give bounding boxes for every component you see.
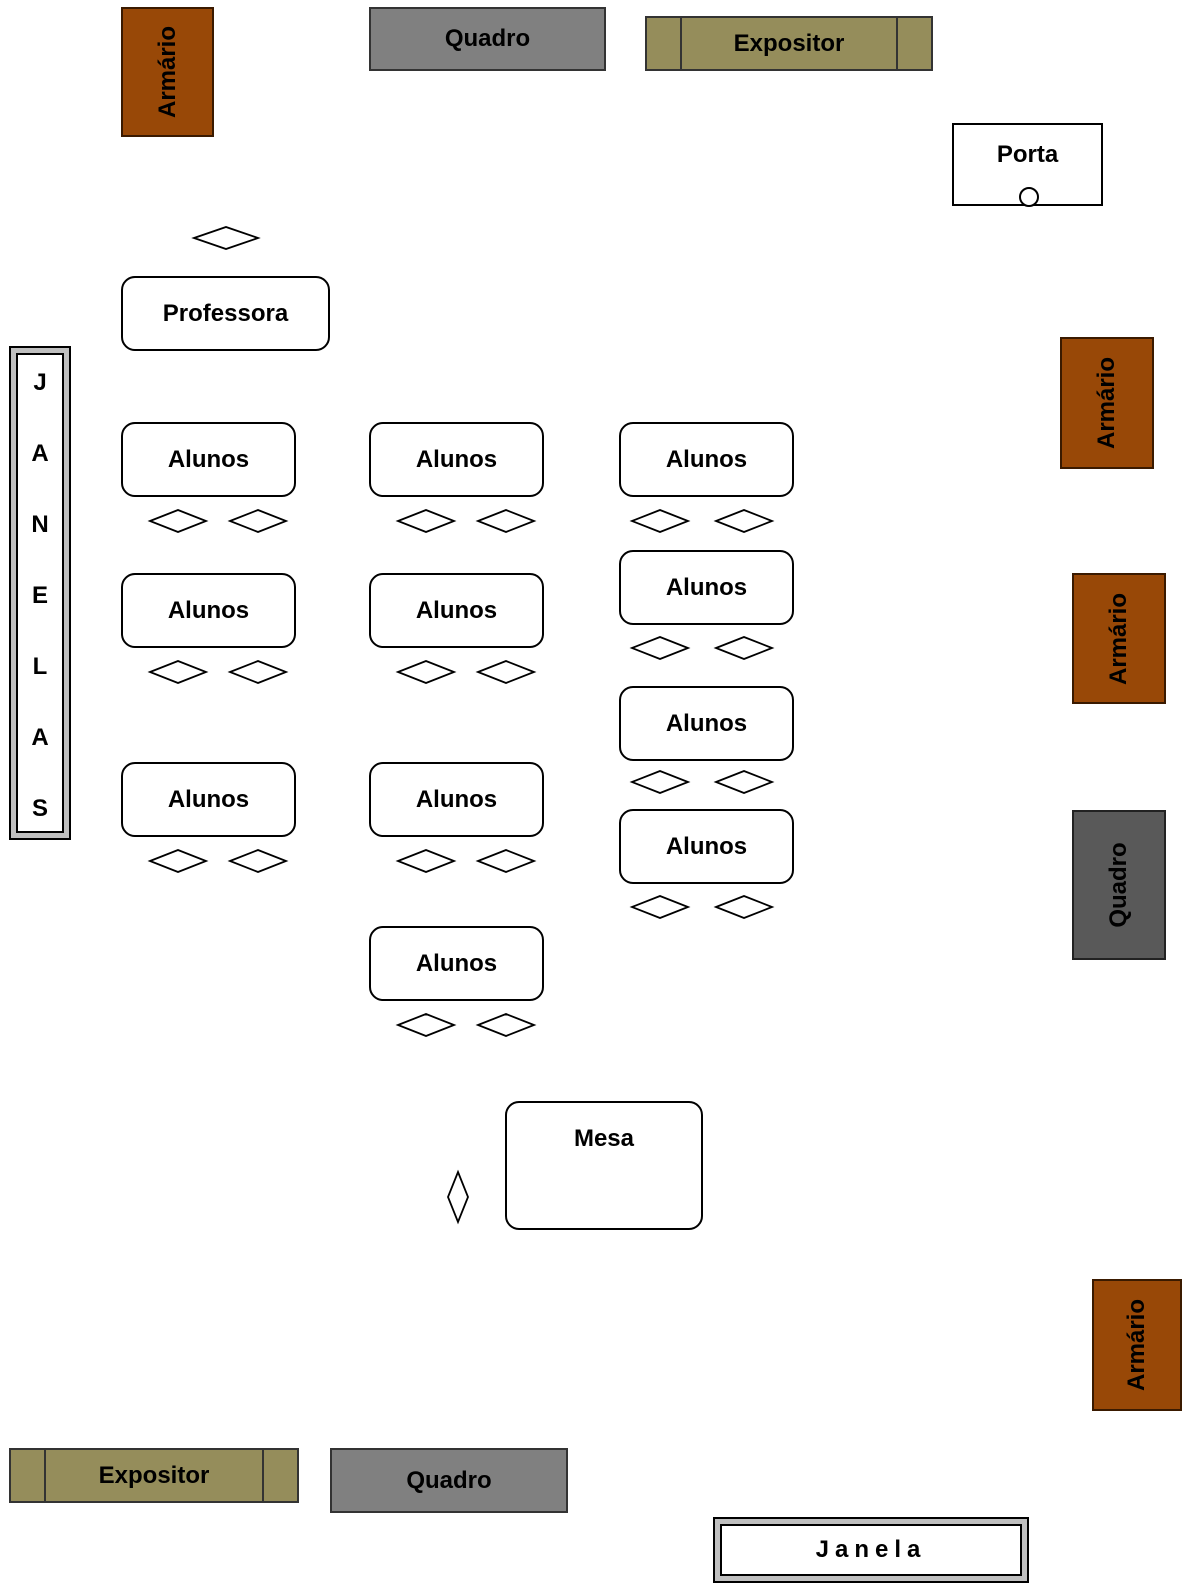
door-label: Porta <box>996 141 1059 168</box>
windows-letter: S <box>31 795 48 822</box>
cabinet-right-2: Armário <box>1072 573 1166 704</box>
display-label: Expositor <box>98 1461 210 1489</box>
chair-icon <box>713 770 775 794</box>
door-knob-icon <box>1019 187 1039 207</box>
student-desk: Alunos <box>121 422 296 497</box>
chair-icon <box>227 849 289 873</box>
cabinet-label: Armário <box>1105 592 1132 685</box>
board-top: Quadro <box>369 7 606 71</box>
chair-icon <box>147 849 209 873</box>
windows-left: J A N E L A S <box>9 346 71 840</box>
student-desk: Alunos <box>619 422 794 497</box>
windows-letter: A <box>31 724 49 751</box>
student-desk: Alunos <box>121 762 296 837</box>
chair-icon <box>475 849 537 873</box>
display-divider <box>896 18 898 69</box>
chair-icon <box>629 770 691 794</box>
windows-letter: N <box>31 511 49 538</box>
chair-icon <box>395 1013 457 1037</box>
chair-icon <box>395 849 457 873</box>
display-divider <box>44 1450 46 1501</box>
chair-icon <box>395 660 457 684</box>
student-desk: Alunos <box>619 809 794 884</box>
door: Porta <box>952 123 1103 207</box>
chair-icon <box>713 895 775 919</box>
windows-letter: J <box>33 369 47 396</box>
display-top: Expositor <box>645 16 933 71</box>
display-label: Expositor <box>733 29 845 57</box>
chair-icon <box>191 226 261 250</box>
board-bottom: Quadro <box>330 1448 568 1513</box>
chair-icon <box>713 509 775 533</box>
cabinet-top-left: Armário <box>121 7 214 137</box>
chair-icon <box>147 660 209 684</box>
chair-icon <box>147 509 209 533</box>
chair-icon <box>475 509 537 533</box>
chair-icon <box>475 660 537 684</box>
teacher-desk: Professora <box>121 276 330 351</box>
chair-icon <box>629 636 691 660</box>
chair-icon <box>475 1013 537 1037</box>
student-desk: Alunos <box>619 686 794 761</box>
student-desk: Alunos <box>369 762 544 837</box>
chair-icon <box>713 636 775 660</box>
board-right: Quadro <box>1072 810 1166 960</box>
chair-icon <box>629 509 691 533</box>
student-desk: Alunos <box>619 550 794 625</box>
windows-letter: A <box>31 440 49 467</box>
student-desk: Alunos <box>369 926 544 1001</box>
chair-icon <box>395 509 457 533</box>
table: Mesa <box>505 1101 703 1230</box>
board-label: Quadro <box>1105 842 1132 928</box>
chair-icon <box>447 1169 469 1225</box>
chair-icon <box>227 509 289 533</box>
chair-icon <box>629 895 691 919</box>
display-bottom: Expositor <box>9 1448 299 1503</box>
window-bottom: Janela <box>713 1517 1029 1583</box>
chair-icon <box>227 660 289 684</box>
student-desk: Alunos <box>121 573 296 648</box>
cabinet-label: Armário <box>153 25 181 119</box>
student-desk: Alunos <box>369 573 544 648</box>
student-desk: Alunos <box>369 422 544 497</box>
table-label: Mesa <box>573 1125 635 1152</box>
cabinet-label: Armário <box>1123 1298 1150 1392</box>
display-divider <box>262 1450 264 1501</box>
cabinet-right-3: Armário <box>1092 1279 1182 1411</box>
windows-letter: E <box>31 582 48 609</box>
cabinet-right-1: Armário <box>1060 337 1154 469</box>
cabinet-label: Armário <box>1093 356 1120 450</box>
display-divider <box>680 18 682 69</box>
windows-letter: L <box>32 653 48 680</box>
